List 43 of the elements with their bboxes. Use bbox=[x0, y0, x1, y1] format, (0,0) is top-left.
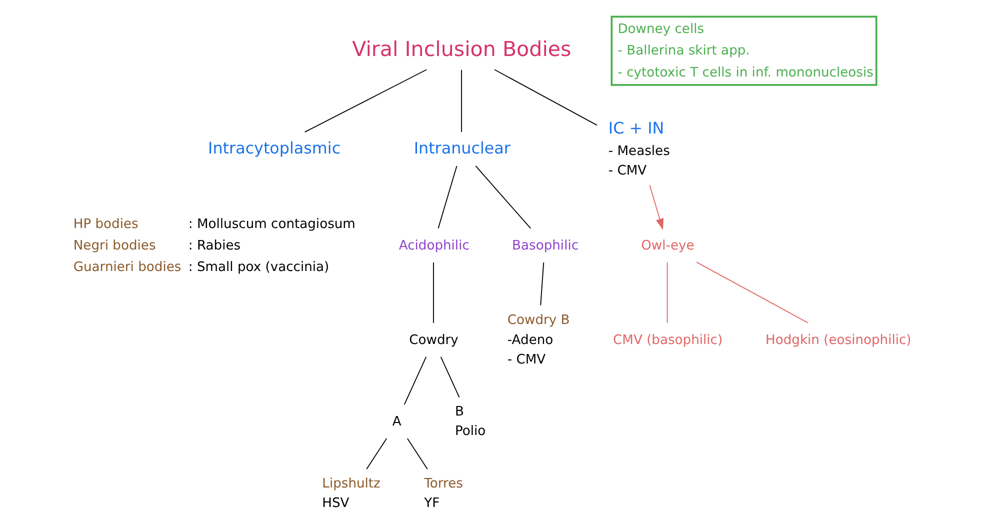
connector bbox=[494, 69, 598, 126]
label: : Small pox (vaccinia) bbox=[188, 260, 330, 275]
node-label: - CMV bbox=[608, 163, 647, 178]
node-text: CMV (basophilic) bbox=[613, 332, 723, 348]
connector bbox=[404, 356, 427, 406]
node-label: - Measles bbox=[608, 144, 670, 159]
node-text: Acidophilic bbox=[398, 238, 470, 254]
node-text: Basophilic bbox=[512, 238, 579, 254]
label: : Rabies bbox=[188, 238, 241, 254]
node-text: Intracytoplasmic bbox=[208, 138, 341, 158]
connector bbox=[475, 166, 532, 229]
node-box: Downey cells - Ballerina skirt app. - cytotoxic T cells in inf. mononucleosis bbox=[610, 16, 878, 86]
connector bbox=[304, 69, 428, 132]
connector bbox=[696, 262, 809, 324]
connector bbox=[433, 262, 434, 324]
node-text: Torres bbox=[424, 476, 463, 492]
label: HP bodies bbox=[73, 216, 138, 232]
node-label: HSV bbox=[322, 496, 350, 511]
label: : Molluscum contagiosum bbox=[188, 216, 356, 232]
node-label: - CMV bbox=[507, 352, 546, 368]
node-text: IC + IN bbox=[608, 118, 664, 138]
node-label: Polio bbox=[454, 424, 486, 439]
node-text: A bbox=[392, 414, 402, 430]
connector bbox=[438, 166, 458, 229]
node-text: Cowdry B bbox=[507, 313, 570, 328]
label: Negri bodies bbox=[73, 238, 156, 254]
arrow bbox=[649, 184, 664, 230]
connector bbox=[666, 262, 668, 324]
connector bbox=[440, 356, 460, 398]
node-text: Cowdry bbox=[409, 332, 458, 348]
label: Guarnieri bodies bbox=[73, 260, 182, 275]
node-text: B bbox=[454, 404, 464, 420]
node-text: Owl-eye bbox=[641, 238, 694, 254]
connector bbox=[366, 438, 388, 470]
node-label: YF bbox=[424, 496, 440, 511]
node-text: Viral Inclusion Bodies bbox=[352, 37, 572, 62]
node-text: Lipshultz bbox=[322, 476, 380, 492]
connector bbox=[540, 262, 544, 306]
node-label: -Adeno bbox=[507, 332, 554, 348]
connector bbox=[461, 69, 462, 132]
node-text: Intranuclear bbox=[414, 138, 510, 158]
node-text: Hodgkin (eosinophilic) bbox=[766, 332, 912, 348]
connector bbox=[406, 438, 428, 470]
